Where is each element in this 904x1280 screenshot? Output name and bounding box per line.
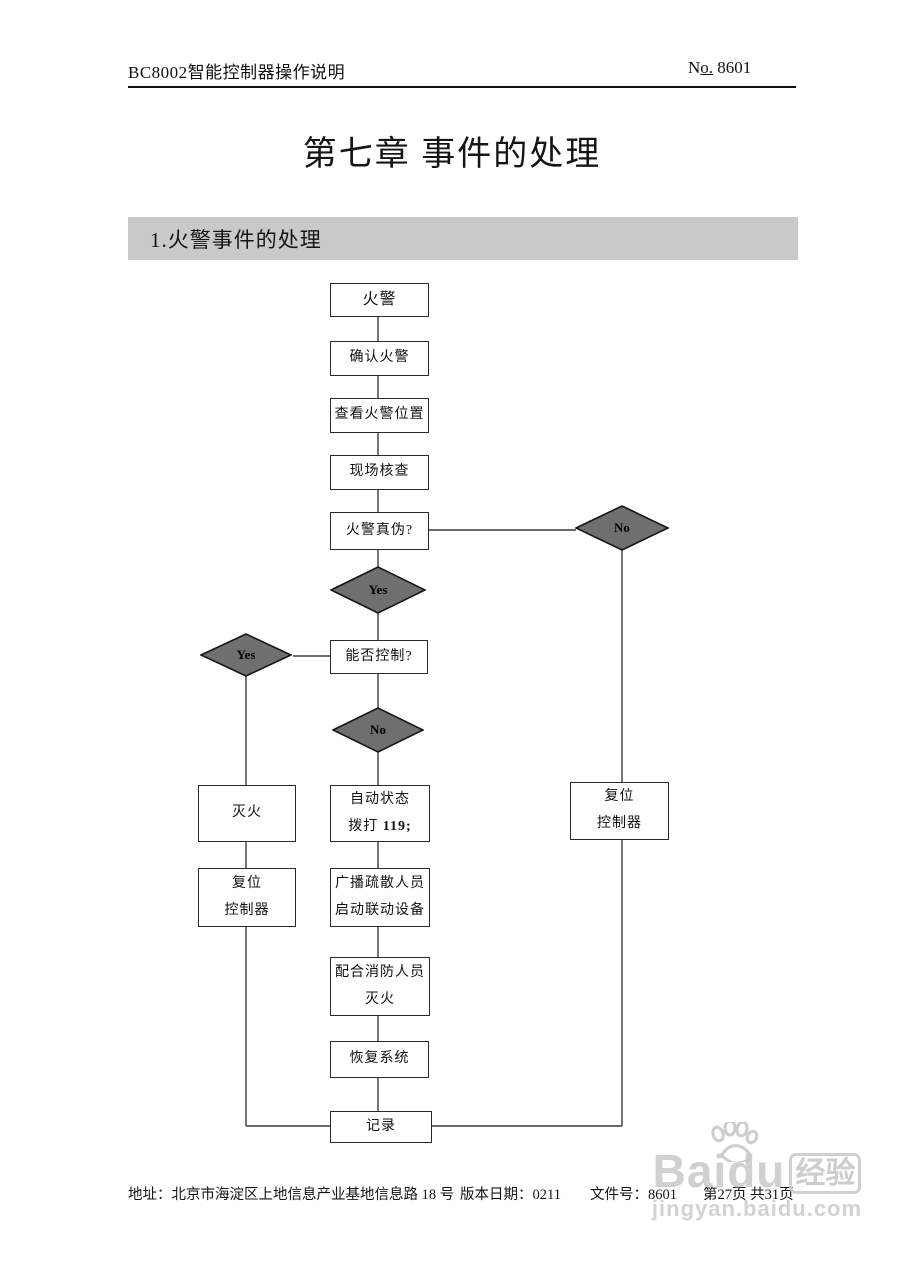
doc-number-value: 8601 xyxy=(717,58,752,77)
flow-node-label: 现场核查 xyxy=(349,464,410,480)
diamond-shape xyxy=(332,707,424,753)
flow-node-label: 确认火警 xyxy=(349,350,410,366)
flow-node-can-control: 能否控制? xyxy=(330,640,428,674)
doc-number-o: o. xyxy=(700,58,714,77)
header-rule xyxy=(128,86,796,88)
flow-node-label: 配合消防人员 xyxy=(335,964,425,980)
flow-diamond-yes-mid: Yes xyxy=(330,566,426,614)
doc-number: No. 8601 xyxy=(688,58,751,78)
diamond-shape xyxy=(330,566,426,614)
chapter-title: 第七章 事件的处理 xyxy=(302,136,602,173)
flow-node-label: 火警 xyxy=(362,290,397,308)
flow-node-label: 拨打 119; xyxy=(348,814,411,841)
doc-title: BC8002智能控制器操作说明 xyxy=(128,63,346,82)
flow-node-reset-controller-left: 复位 控制器 xyxy=(198,868,296,927)
flow-node-restore-system: 恢复系统 xyxy=(330,1041,429,1078)
footer-version-date: 版本日期：0211 xyxy=(460,1187,561,1203)
flow-node-reset-controller-right: 复位 控制器 xyxy=(570,782,669,840)
flow-diamond-no-right: No xyxy=(575,505,669,551)
flow-node-label: 复位 xyxy=(232,875,262,891)
flow-node-extinguish: 灭火 xyxy=(198,785,296,842)
flow-node-cooperate-firefighters: 配合消防人员 灭火 xyxy=(330,957,430,1016)
flow-node-label: 复位 xyxy=(604,789,635,805)
flow-node-label: 控制器 xyxy=(597,816,642,831)
flow-node-label: 自动状态 xyxy=(350,791,410,807)
flow-node-label: 能否控制? xyxy=(345,648,413,664)
flow-node-label: 查看火警位置 xyxy=(334,407,425,423)
section-heading-text: 1.火警事件的处理 xyxy=(150,228,322,252)
flow-diamond-no-mid: No xyxy=(332,707,424,753)
flow-node-check-location: 查看火警位置 xyxy=(330,398,429,433)
flow-node-confirm-fire: 确认火警 xyxy=(330,341,429,376)
flow-node-label: 灭火 xyxy=(365,991,395,1007)
diamond-shape xyxy=(200,633,292,677)
flow-node-label: 火警真伪? xyxy=(345,522,414,538)
doc-number-n: N xyxy=(688,58,701,77)
section-heading-bar: 1.火警事件的处理 xyxy=(128,217,798,260)
diamond-label: Yes xyxy=(236,647,256,662)
flow-node-label: 广播疏散人员 xyxy=(335,875,425,891)
footer-page-info: 第27页 共31页 xyxy=(703,1187,794,1203)
diamond-label: No xyxy=(370,722,386,737)
footer-file-number: 文件号：8601 xyxy=(590,1187,677,1203)
flow-node-fire-alarm: 火警 xyxy=(330,283,429,317)
flow-node-label: 启动联动设备 xyxy=(335,902,425,918)
footer-address: 地址：北京市海淀区上地信息产业基地信息路 18 号 xyxy=(128,1187,455,1203)
flow-node-auto-state-dial-119: 自动状态 拨打 119; xyxy=(330,785,430,842)
dial-number: 119; xyxy=(382,818,412,834)
flow-diamond-yes-left: Yes xyxy=(200,633,292,677)
flow-node-record: 记录 xyxy=(330,1111,432,1143)
diamond-label: Yes xyxy=(368,582,388,597)
flow-node-label: 记录 xyxy=(366,1118,396,1134)
flow-node-label: 控制器 xyxy=(224,902,270,918)
flow-node-onsite-check: 现场核查 xyxy=(330,455,429,490)
flow-node-label: 灭火 xyxy=(232,805,262,821)
flow-node-broadcast-evacuate: 广播疏散人员 启动联动设备 xyxy=(330,868,430,927)
dial-label: 拨打 xyxy=(348,818,379,834)
flow-node-label: 恢复系统 xyxy=(349,1051,410,1067)
diamond-label: No xyxy=(614,520,630,535)
flow-node-true-or-false: 火警真伪? xyxy=(330,512,429,550)
diamond-shape xyxy=(575,505,669,551)
